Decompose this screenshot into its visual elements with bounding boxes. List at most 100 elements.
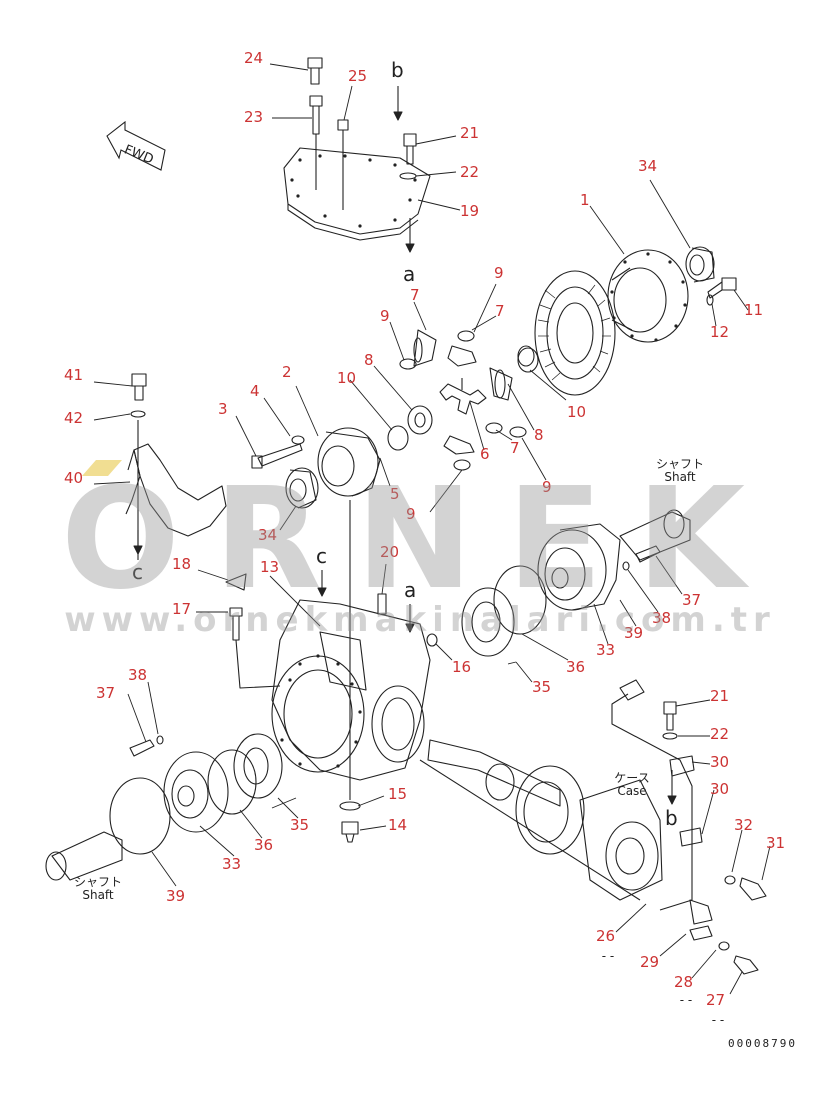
case-en: Case <box>617 784 647 798</box>
callout: 38 <box>128 666 148 684</box>
callout: 34 <box>638 157 658 175</box>
drain-plug-14-15 <box>339 801 361 843</box>
brake-housing-right <box>537 523 621 611</box>
callout: 12 <box>710 323 730 341</box>
bolt-24 <box>307 57 323 85</box>
seal-ring-36-left <box>207 749 257 815</box>
callout: 22 <box>460 163 480 181</box>
arrow-b-top <box>393 86 403 121</box>
callout: 9 <box>406 505 416 523</box>
bolt-11 <box>706 277 737 306</box>
callout: 23 <box>244 108 264 126</box>
bolt-3 <box>251 435 305 469</box>
callout: 40 <box>64 469 84 487</box>
arrow-a-top <box>405 218 415 253</box>
o-ring-39-left <box>109 777 171 855</box>
bolt-31-32 <box>724 875 767 901</box>
bearing-34-right <box>685 246 715 283</box>
axle-housing <box>271 599 431 781</box>
callout: 10 <box>337 369 357 387</box>
shaft-right-en: Shaft <box>664 470 696 484</box>
bolt-37-left <box>129 735 164 757</box>
callout: 10 <box>567 403 587 421</box>
callout: 38 <box>652 609 672 627</box>
shaft-left-en: Shaft <box>82 888 114 902</box>
callout: 32 <box>734 816 754 834</box>
callout: 2 <box>282 363 292 381</box>
arrow-letter-a-mid: a <box>404 578 417 602</box>
callout: 35 <box>290 816 310 834</box>
callout: 29 <box>640 953 660 971</box>
dash-26: - - <box>601 949 615 963</box>
arrow-b-right <box>667 770 677 805</box>
shaft-left-jp: シャフト <box>73 875 122 889</box>
callout: 4 <box>250 382 260 400</box>
side-gears-8 <box>407 347 539 435</box>
callout: 30 <box>710 753 730 771</box>
callout: 9 <box>542 478 552 496</box>
callout: 33 <box>222 855 242 873</box>
bolt-21-top <box>399 133 417 180</box>
callout: 11 <box>744 301 764 319</box>
callout: 9 <box>494 264 504 282</box>
watermark-url: www.ornekmakinalari.com.tr <box>64 600 776 640</box>
callout: 36 <box>566 658 586 676</box>
axle-shaft <box>419 739 641 901</box>
bolt-37-right <box>622 545 661 571</box>
shaft-right-jp: シャフト <box>655 457 704 471</box>
bolt-23 <box>309 95 323 190</box>
callout: 13 <box>260 558 280 576</box>
brake-housing-left <box>163 751 229 833</box>
callout: 7 <box>495 302 505 320</box>
dash-27: - - <box>711 1013 725 1027</box>
callout: 18 <box>172 555 192 573</box>
arrow-letter-b-right: b <box>665 806 678 830</box>
callout: 21 <box>460 124 480 142</box>
seal-ring-36-right <box>493 565 547 635</box>
callout: 7 <box>410 286 420 304</box>
callout: 28 <box>674 973 694 991</box>
cover-plate <box>283 147 431 241</box>
plate-35-right <box>461 587 515 657</box>
plate-35-left <box>233 733 283 799</box>
callout: 24 <box>244 49 264 67</box>
final-drive-case <box>515 765 663 901</box>
washers-9 <box>399 330 527 471</box>
callout: 35 <box>532 678 552 696</box>
bracket-40 <box>125 443 227 537</box>
hose-pipe <box>611 679 713 925</box>
spacers-10 <box>387 345 535 451</box>
watermark-accent-icon <box>82 460 122 476</box>
fwd-arrow-icon: FWD <box>106 120 166 171</box>
diff-case-left <box>317 427 381 497</box>
diff-case-right <box>607 249 689 343</box>
callout: 39 <box>166 887 186 905</box>
case-label: ケース Case <box>608 772 656 798</box>
callout: 8 <box>534 426 544 444</box>
document-code: 00008790 <box>728 1037 797 1050</box>
plug-25 <box>337 119 349 210</box>
callout: 16 <box>452 658 472 676</box>
callout: 9 <box>380 307 390 325</box>
arrow-letter-c-mid: c <box>316 544 327 568</box>
arrow-letter-c-left: c <box>132 560 143 584</box>
bearing-34-left <box>285 467 319 509</box>
case-jp: ケース <box>614 771 650 785</box>
callout: 5 <box>390 485 400 503</box>
watermark-brand: ORNEK <box>60 458 780 621</box>
shaft-right-label: シャフト Shaft <box>652 458 708 484</box>
dash-28: - - <box>679 993 693 1007</box>
pinion-gears <box>413 329 513 455</box>
callout: 20 <box>380 543 400 561</box>
callout: 7 <box>510 439 520 457</box>
ring-gear <box>534 270 616 396</box>
clip-30 <box>669 755 703 847</box>
callout: 26 <box>596 927 616 945</box>
callout: 41 <box>64 366 84 384</box>
callout: 1 <box>580 191 590 209</box>
leader-lines <box>93 63 771 995</box>
callout: 31 <box>766 834 786 852</box>
callout: 42 <box>64 409 84 427</box>
